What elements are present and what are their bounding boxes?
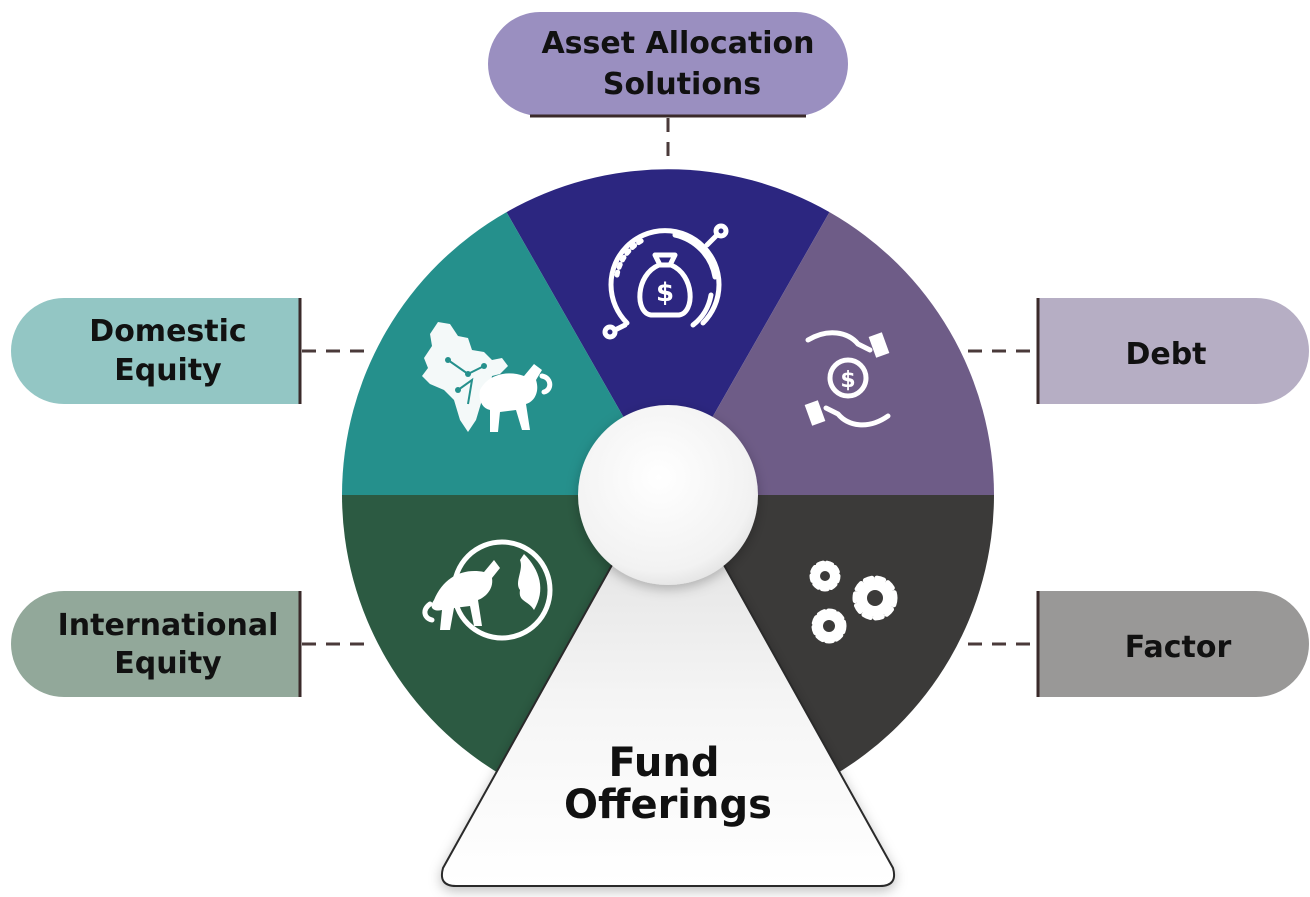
label-asset-allocation-line1: Asset Allocation	[541, 26, 814, 61]
label-debt: Debt	[1125, 337, 1206, 372]
label-asset-allocation-line2: Solutions	[603, 67, 761, 102]
label-pill-domestic-equity[interactable]	[11, 298, 300, 404]
label-pill-asset-allocation[interactable]	[488, 12, 848, 116]
label-pill-international-equity[interactable]	[11, 591, 300, 697]
center-title-line2: Offerings	[564, 782, 772, 828]
label-domestic-equity-line2: Equity	[114, 353, 222, 388]
label-factor: Factor	[1125, 630, 1232, 665]
label-pill-factor[interactable]	[1038, 591, 1309, 697]
label-domestic-equity-line1: Domestic	[89, 314, 246, 349]
label-international-equity-line1: International	[58, 608, 279, 643]
gears-icon	[809, 560, 898, 644]
center-title-line1: Fund	[609, 740, 720, 786]
svg-text:$: $	[656, 278, 674, 308]
label-international-equity-line2: Equity	[114, 646, 222, 681]
india-bull-icon	[422, 322, 553, 432]
svg-text:$: $	[840, 368, 855, 393]
label-pill-debt[interactable]	[1038, 298, 1309, 404]
money-bag-gauge-icon: $	[602, 223, 729, 340]
bull-globe-icon	[422, 539, 553, 641]
segment-domestic-equity	[342, 212, 668, 495]
segment-asset-allocation	[506, 169, 830, 495]
hands-coin-icon: $	[804, 330, 891, 428]
segment-debt	[668, 212, 994, 495]
center-hub	[578, 405, 758, 585]
